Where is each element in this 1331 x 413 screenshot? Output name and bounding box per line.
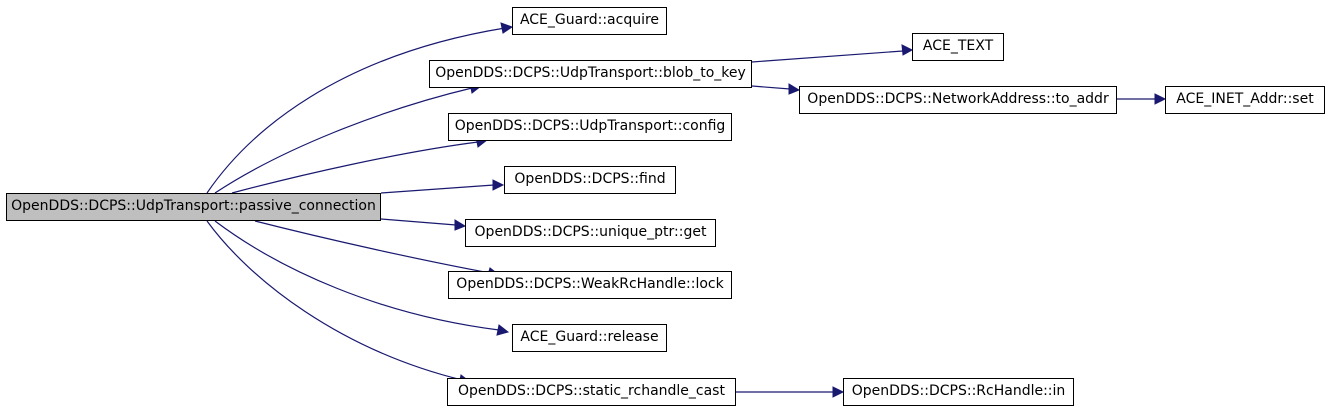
arrowhead (788, 83, 801, 95)
arrowhead (1154, 93, 1167, 105)
node-config[interactable]: OpenDDS::DCPS::UdpTransport::config (448, 113, 732, 141)
node-static-rchandle-cast[interactable]: OpenDDS::DCPS::static_rchandle_cast (447, 378, 736, 406)
node-to-addr[interactable]: OpenDDS::DCPS::NetworkAddress::to_addr (799, 86, 1117, 114)
node-passive-connection[interactable]: OpenDDS::DCPS::UdpTransport::passive_con… (6, 193, 381, 221)
arrowhead (496, 324, 510, 336)
edge-passive-connection-to-config (231, 141, 479, 194)
node-rchandle-in[interactable]: OpenDDS::DCPS::RcHandle::in (843, 378, 1074, 406)
arrowhead (832, 386, 845, 398)
node-ace-text[interactable]: ACE_TEXT (912, 33, 1004, 61)
edge-blob-to-key-to-to-addr (751, 85, 791, 90)
arrowhead (500, 22, 514, 34)
node-unique-ptr-get[interactable]: OpenDDS::DCPS::unique_ptr::get (465, 219, 716, 247)
edge-passive-connection-to-blob-to-key (214, 87, 473, 194)
node-guard-release[interactable]: ACE_Guard::release (512, 324, 667, 352)
node-guard-acquire[interactable]: ACE_Guard::acquire (512, 7, 667, 35)
edge-passive-connection-to-unique-ptr-get (380, 218, 457, 226)
node-inet-addr-set[interactable]: ACE_INET_Addr::set (1165, 86, 1325, 114)
node-weak-lock[interactable]: OpenDDS::DCPS::WeakRcHandle::lock (448, 271, 732, 299)
edge-passive-connection-to-guard-acquire (206, 27, 506, 194)
arrowhead (492, 179, 505, 191)
arrowhead (454, 219, 467, 231)
node-find[interactable]: OpenDDS::DCPS::find (504, 166, 676, 194)
edge-passive-connection-to-weak-lock (254, 220, 491, 274)
arrowhead (901, 44, 914, 56)
node-blob-to-key[interactable]: OpenDDS::DCPS::UdpTransport::blob_to_key (429, 60, 752, 88)
edge-passive-connection-to-guard-release (214, 220, 500, 331)
edge-passive-connection-to-find (380, 184, 495, 194)
edge-blob-to-key-to-ace-text (751, 50, 904, 63)
edge-passive-connection-to-static-rchandle-cast (206, 220, 463, 381)
